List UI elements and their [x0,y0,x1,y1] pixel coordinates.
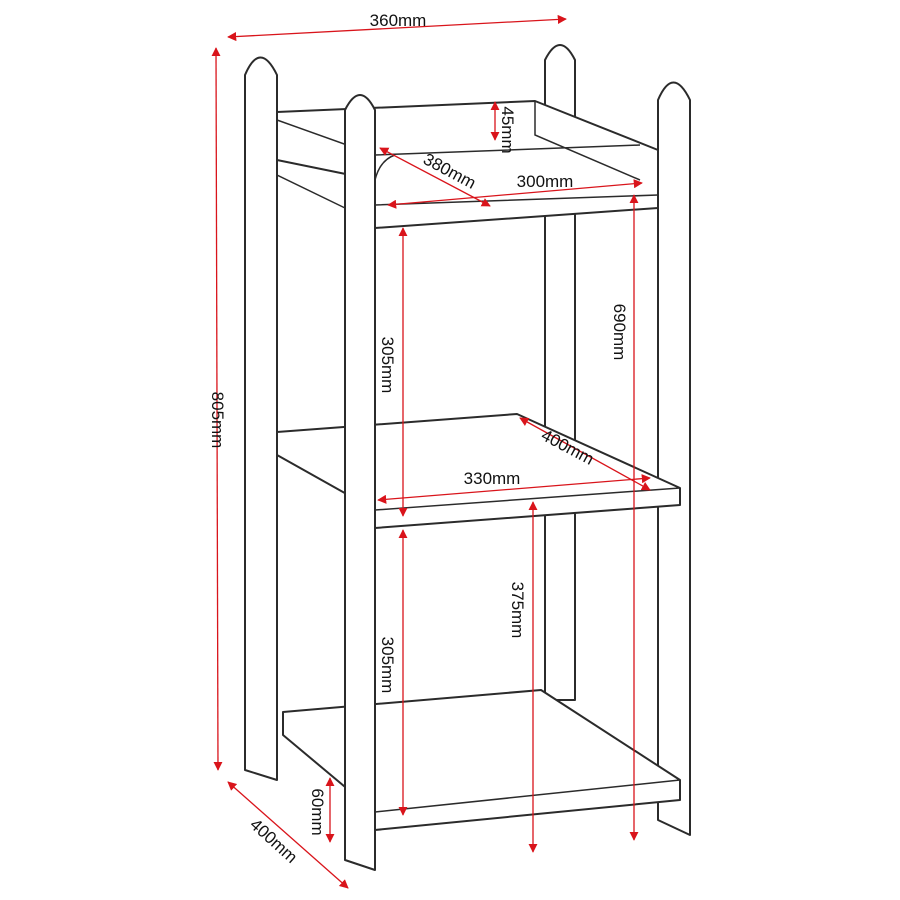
label-gap-upper: 305mm [378,337,397,394]
label-width-top: 360mm [370,11,427,30]
back-left-post [244,56,278,781]
front-left-post [344,94,376,871]
label-height-to-middle: 375mm [508,582,527,639]
right-front-post [657,81,691,836]
top-shelf [276,100,659,229]
dim-top-width-line [387,179,643,209]
label-middle-width: 330mm [464,469,521,488]
label-height-total: 805mm [208,392,227,449]
label-top-width: 300mm [517,172,574,191]
shelves [276,100,681,831]
dimension-lines [211,14,651,889]
dim-middle-width-line [377,474,651,504]
bottom-shelf [282,689,681,831]
label-rail-height: 45mm [498,106,517,153]
label-leg-clearance: 60mm [308,788,327,835]
dim-width-top-line [227,14,567,42]
label-height-to-top: 690mm [610,304,629,361]
label-gap-lower: 305mm [378,637,397,694]
dim-height-total-line [211,47,223,771]
dim-depth-bottom-line [227,781,349,889]
